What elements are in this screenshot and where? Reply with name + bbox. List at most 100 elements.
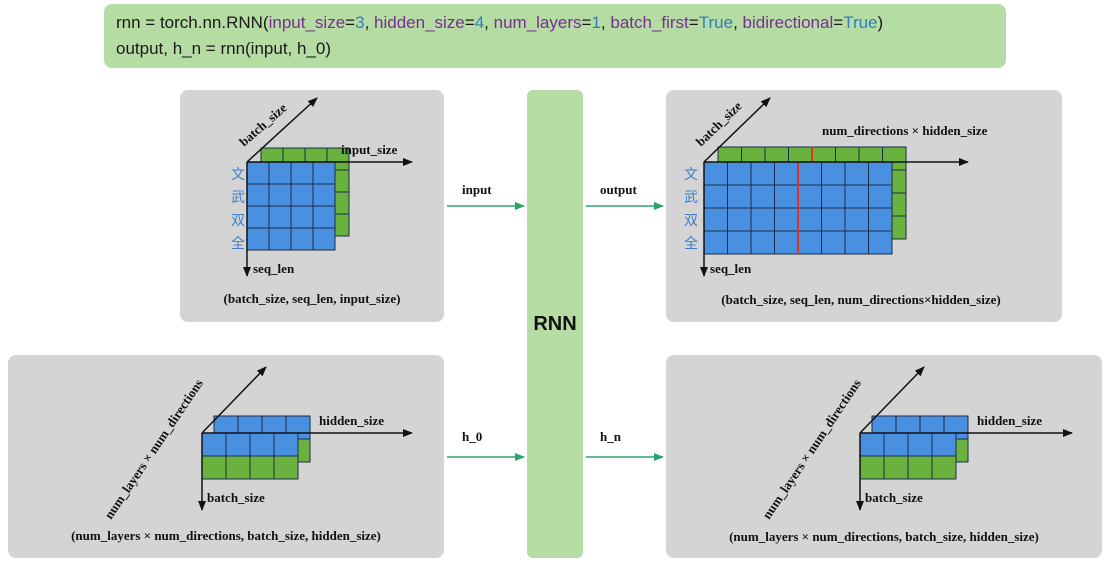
hn-x-label: hidden_size <box>977 413 1042 428</box>
input-front-cell <box>246 205 270 229</box>
output-seq-char-0: 文 <box>684 167 698 183</box>
h0-layer-cell <box>225 455 251 480</box>
h0-layer-cell <box>225 432 251 457</box>
hn-arrow-label: h_n <box>600 429 622 444</box>
output-front-cell <box>727 207 752 232</box>
input-seq-char-2: 双 <box>231 213 245 229</box>
h0-y-label: batch_size <box>207 490 265 505</box>
output-x-label: num_directions × hidden_size <box>822 123 988 138</box>
input-front-cell <box>290 161 314 185</box>
code-snippet: rnn = torch.nn.RNN(input_size=3, hidden_… <box>104 4 1006 68</box>
hn-layer-cell <box>883 455 909 480</box>
code-comma: , <box>364 13 375 32</box>
input-front-cell <box>246 161 270 185</box>
rnn-label: RNN <box>533 312 577 335</box>
h0-diag-label: num_layers × num_directions <box>101 376 206 521</box>
output-front-cell <box>774 207 799 232</box>
code-line-2: output, h_n = rnn(input, h_0) <box>116 39 332 58</box>
output-front-cell <box>703 230 728 255</box>
hn-diag-label: num_layers × num_directions <box>759 376 864 521</box>
input-front-cell <box>268 205 292 229</box>
input-seq-char-1: 武 <box>231 190 245 206</box>
output-front-cell <box>821 161 846 186</box>
output-front-cell <box>797 184 822 209</box>
output-front-cell <box>703 207 728 232</box>
hn-layer-cell <box>883 432 909 457</box>
input-seq-char-0: 文 <box>231 167 245 183</box>
h0-layer-cell <box>249 455 275 480</box>
hn-layer-cell <box>859 432 885 457</box>
output-front-cell <box>703 184 728 209</box>
input-caption: (batch_size, seq_len, input_size) <box>224 291 401 306</box>
code-equals: = <box>581 13 592 32</box>
input-front-cell <box>290 183 314 207</box>
h0-diag-axis <box>201 366 267 434</box>
code-equals: = <box>345 13 356 32</box>
code-equals: = <box>833 13 844 32</box>
input-front-cell <box>246 183 270 207</box>
output-front-cell <box>868 207 893 232</box>
output-front-cell <box>844 230 869 255</box>
input-seq-char-3: 全 <box>231 235 245 252</box>
output-seq-char-2: 双 <box>684 213 698 229</box>
output-front-cell <box>774 230 799 255</box>
output-front-cell <box>844 184 869 209</box>
output-seq-char-3: 全 <box>684 235 698 252</box>
output-front-cell <box>750 207 775 232</box>
output-front-cell <box>703 161 728 186</box>
output-front-cell <box>844 207 869 232</box>
code-arg-key: hidden_size <box>374 13 465 32</box>
input-x-label: input_size <box>341 142 398 157</box>
code-equals: = <box>688 13 699 32</box>
h0-arrow-label: h_0 <box>462 429 482 444</box>
hn-y-label: batch_size <box>865 490 923 505</box>
input-front-cell <box>312 183 336 207</box>
output-front-cell <box>797 230 822 255</box>
output-front-cell <box>727 161 752 186</box>
input-front-cell <box>246 227 270 251</box>
code-arg-value: 1 <box>591 13 601 32</box>
output-front-cell <box>797 207 822 232</box>
hn-caption: (num_layers × num_directions, batch_size… <box>729 529 1039 544</box>
output-front-cell <box>821 207 846 232</box>
output-caption: (batch_size, seq_len, num_directions×hid… <box>721 292 1000 307</box>
output-front-cell <box>727 184 752 209</box>
input-front-cell <box>312 205 336 229</box>
output-front-cell <box>774 161 799 186</box>
code-prefix: rnn = torch.nn.RNN( <box>116 13 269 32</box>
h0-caption: (num_layers × num_directions, batch_size… <box>71 528 381 543</box>
code-comma: , <box>733 13 743 32</box>
hn-tensor <box>859 415 969 480</box>
output-front-cell <box>868 230 893 255</box>
rnn-block: RNN <box>527 90 583 558</box>
input-tensor <box>246 147 350 251</box>
input-arrow-label: input <box>462 182 492 197</box>
output-front-cell <box>774 184 799 209</box>
input-batch-axis <box>246 97 318 163</box>
input-y-label: seq_len <box>253 261 295 276</box>
code-comma: , <box>600 13 611 32</box>
h0-layer-cell <box>273 432 299 457</box>
output-front-cell <box>821 230 846 255</box>
hn-layer-cell <box>907 455 933 480</box>
input-front-cell <box>290 227 314 251</box>
output-front-cell <box>821 184 846 209</box>
code-suffix: ) <box>877 13 884 32</box>
output-tensor <box>703 146 907 255</box>
input-front-cell <box>268 227 292 251</box>
code-arg-key: batch_first <box>610 13 689 32</box>
code-arg-value: 3 <box>355 13 365 32</box>
code-comma: , <box>484 13 494 32</box>
output-seq-char-1: 武 <box>684 190 698 206</box>
input-front-cell <box>312 227 336 251</box>
code-arg-key: num_layers <box>493 13 582 32</box>
output-y-label: seq_len <box>710 261 752 276</box>
input-front-cell <box>268 183 292 207</box>
output-arrow-label: output <box>600 182 638 197</box>
hn-layer-cell <box>931 432 957 457</box>
h0-layer-cell <box>249 432 275 457</box>
output-front-cell <box>868 161 893 186</box>
code-arg-value: 4 <box>474 13 485 32</box>
output-front-cell <box>750 184 775 209</box>
